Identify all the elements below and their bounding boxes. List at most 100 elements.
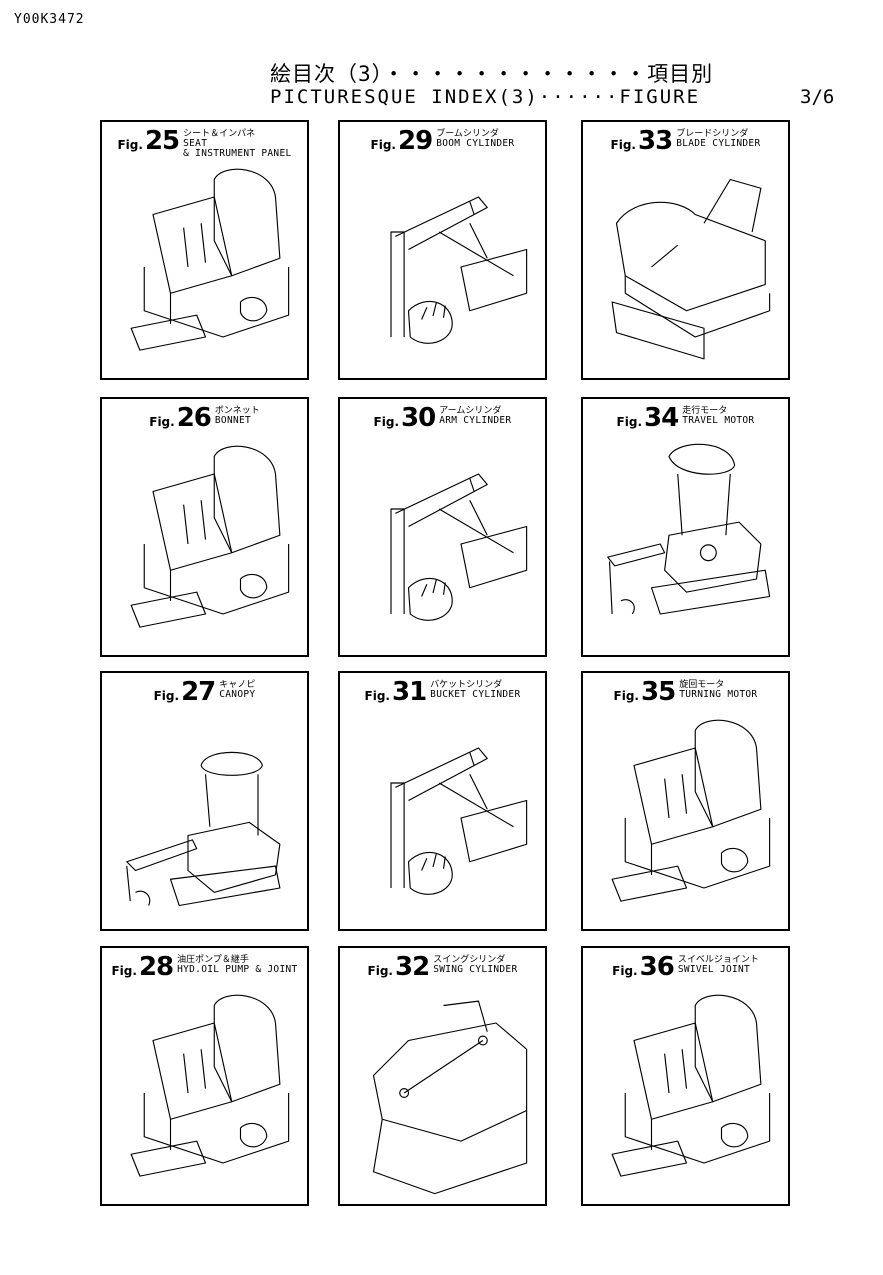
figure-caption: Fig. 34 走行モータ TRAVEL MOTOR — [583, 405, 788, 431]
part-name-jp: 旋回モータ — [679, 680, 725, 690]
fig-number: 36 — [639, 952, 675, 982]
part-name-jp: ブームシリンダ — [436, 129, 499, 139]
fig-prefix: Fig. — [149, 415, 175, 429]
fig-number: 28 — [138, 952, 174, 982]
part-name-en: HYD.OIL PUMP & JOINT — [177, 964, 298, 975]
figure-caption: Fig. 26 ボンネット BONNET — [102, 405, 307, 431]
fig-prefix: Fig. — [367, 964, 393, 978]
turning-motor-drawing-svg — [611, 719, 771, 902]
part-name-jp: スイングシリンダ — [433, 955, 506, 965]
blade-cylinder-drawing — [589, 162, 784, 372]
figure-panel-35[interactable]: Fig. 35 旋回モータ TURNING MOTOR — [581, 671, 790, 931]
figure-panel-25[interactable]: Fig. 25 シート＆インパネ SEAT & INSTRUMENT PANEL — [100, 120, 309, 380]
swivel-joint-drawing-svg — [611, 994, 771, 1177]
fig-number: 30 — [401, 403, 436, 433]
part-name-jp: ブレードシリンダ — [676, 129, 749, 139]
fig-number: 33 — [638, 126, 673, 156]
fig-prefix: Fig. — [153, 689, 180, 703]
part-name-en: ARM CYLINDER — [439, 415, 512, 426]
part-name-en: BLADE CYLINDER — [676, 138, 761, 149]
boom-cylinder-drawing-svg — [390, 196, 528, 344]
canopy-drawing — [108, 713, 303, 923]
page-number: 3/6 — [800, 86, 835, 108]
part-name-jp: スイベルジョイント — [677, 955, 759, 965]
arm-cylinder-drawing-svg — [390, 473, 528, 621]
part-name-en: BUCKET CYLINDER — [430, 689, 521, 700]
document-id: Y00K3472 — [14, 12, 85, 27]
fig-prefix: Fig. — [370, 138, 396, 152]
fig-number: 26 — [176, 403, 212, 433]
figure-caption: Fig. 31 バケットシリンダ BUCKET CYLINDER — [340, 679, 545, 705]
fig-prefix: Fig. — [612, 964, 638, 978]
title-english: PICTURESQUE INDEX(3)······FIGURE — [270, 86, 701, 108]
figure-panel-34[interactable]: Fig. 34 走行モータ TRAVEL MOTOR — [581, 397, 790, 657]
fig-prefix: Fig. — [616, 415, 643, 429]
swivel-joint-drawing — [589, 988, 784, 1198]
fig-prefix: Fig. — [613, 689, 639, 703]
figure-caption: Fig. 29 ブームシリンダ BOOM CYLINDER — [340, 128, 545, 154]
seat-instrument-panel-drawing — [108, 162, 303, 372]
figure-caption: Fig. 30 アームシリンダ ARM CYLINDER — [340, 405, 545, 431]
bonnet-drawing — [108, 439, 303, 649]
arm-cylinder-drawing — [346, 439, 541, 649]
part-name-jp: ボンネット — [214, 406, 260, 416]
fig-number: 27 — [181, 677, 216, 707]
bucket-cylinder-drawing-svg — [390, 747, 528, 895]
figure-panel-32[interactable]: Fig. 32 スイングシリンダ SWING CYLINDER — [338, 946, 547, 1206]
figure-panel-31[interactable]: Fig. 31 バケットシリンダ BUCKET CYLINDER — [338, 671, 547, 931]
figure-caption: Fig. 28 油圧ポンプ＆継手 HYD.OIL PUMP & JOINT — [102, 954, 307, 980]
title-japanese: 絵目次（3）・・・・・・・・・・・・項目別 — [270, 62, 714, 86]
travel-motor-drawing-svg — [607, 443, 771, 615]
fig-prefix: Fig. — [610, 138, 636, 152]
part-name-en: SEAT — [183, 138, 208, 149]
figure-caption: Fig. 25 シート＆インパネ SEAT & INSTRUMENT PANEL — [102, 128, 307, 159]
fig-number: 32 — [395, 952, 430, 982]
figure-panel-36[interactable]: Fig. 36 スイベルジョイント SWIVEL JOINT — [581, 946, 790, 1206]
fig-number: 25 — [144, 126, 180, 156]
figure-panel-28[interactable]: Fig. 28 油圧ポンプ＆継手 HYD.OIL PUMP & JOINT — [100, 946, 309, 1206]
part-name-en: TURNING MOTOR — [679, 689, 758, 700]
part-name-jp: 油圧ポンプ＆継手 — [177, 955, 249, 965]
bucket-cylinder-drawing — [346, 713, 541, 923]
figure-panel-30[interactable]: Fig. 30 アームシリンダ ARM CYLINDER — [338, 397, 547, 657]
fig-prefix: Fig. — [111, 964, 137, 978]
part-name-en: SWIVEL JOINT — [677, 964, 751, 975]
seat-instrument-panel-drawing-svg — [130, 168, 290, 351]
travel-motor-drawing — [589, 439, 784, 649]
bonnet-drawing-svg — [130, 445, 290, 628]
figure-caption: Fig. 36 スイベルジョイント SWIVEL JOINT — [583, 954, 788, 980]
swing-cylinder-drawing-svg — [372, 1000, 528, 1195]
part-name-en: SWING CYLINDER — [433, 964, 518, 975]
figure-panel-26[interactable]: Fig. 26 ボンネット BONNET — [100, 397, 309, 657]
part-name-jp: 走行モータ — [682, 406, 728, 416]
blade-cylinder-drawing-svg — [611, 178, 771, 360]
figure-caption: Fig. 33 ブレードシリンダ BLADE CYLINDER — [583, 128, 788, 154]
figure-panel-29[interactable]: Fig. 29 ブームシリンダ BOOM CYLINDER — [338, 120, 547, 380]
part-name-en: TRAVEL MOTOR — [682, 415, 755, 426]
part-name-en: BOOM CYLINDER — [436, 138, 515, 149]
hyd-oil-pump-drawing-svg — [130, 994, 290, 1177]
boom-cylinder-drawing — [346, 162, 541, 372]
fig-number: 29 — [398, 126, 433, 156]
figure-panel-27[interactable]: Fig. 27 キャノピ CANOPY — [100, 671, 309, 931]
hyd-oil-pump-drawing — [108, 988, 303, 1198]
figure-caption: Fig. 32 スイングシリンダ SWING CYLINDER — [340, 954, 545, 980]
part-name-jp: バケットシリンダ — [430, 680, 503, 690]
swing-cylinder-drawing — [346, 988, 541, 1198]
part-name-en: CANOPY — [219, 689, 256, 700]
fig-prefix: Fig. — [373, 415, 400, 429]
canopy-drawing-svg — [126, 751, 281, 907]
part-name-jp: シート＆インパネ — [183, 129, 256, 139]
figure-caption: Fig. 35 旋回モータ TURNING MOTOR — [583, 679, 788, 705]
fig-prefix: Fig. — [364, 689, 390, 703]
turning-motor-drawing — [589, 713, 784, 923]
fig-number: 31 — [391, 677, 427, 707]
part-name-en-2: & INSTRUMENT PANEL — [183, 148, 292, 159]
part-name-en: BONNET — [214, 415, 252, 426]
fig-number: 34 — [644, 403, 679, 433]
fig-number: 35 — [641, 677, 676, 707]
figure-caption: Fig. 27 キャノピ CANOPY — [102, 679, 307, 705]
part-name-jp: キャノピ — [219, 680, 256, 690]
figure-panel-33[interactable]: Fig. 33 ブレードシリンダ BLADE CYLINDER — [581, 120, 790, 380]
fig-prefix: Fig. — [117, 138, 143, 152]
